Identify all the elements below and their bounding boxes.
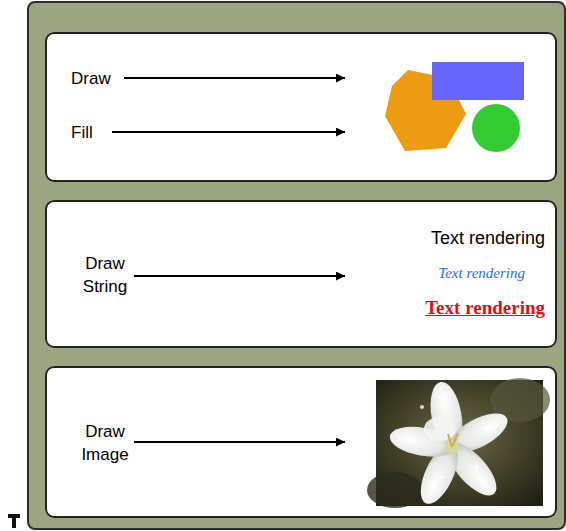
panel-ground [45, 366, 557, 518]
circle-shape [472, 104, 520, 152]
panel-box: Draw StringText renderingText renderingT… [45, 200, 557, 348]
method-label: Fill [71, 122, 93, 145]
panel-box: DrawFill [45, 32, 557, 182]
arrow [124, 77, 345, 79]
text-sample: Text rendering [425, 295, 545, 321]
panel-ground [45, 32, 557, 182]
panel-box: Draw Image [45, 366, 557, 518]
method-label: Draw String [83, 253, 127, 299]
arrow [112, 131, 345, 133]
corner-mark [12, 514, 16, 528]
method-label: Draw [71, 68, 111, 91]
outer-panel [28, 2, 565, 529]
arrow [134, 275, 345, 277]
text-sample: Text rendering [431, 226, 545, 250]
panel-ground [45, 200, 557, 348]
arrow [134, 441, 345, 443]
text-sample: Text rendering [438, 263, 525, 283]
method-label: Draw Image [81, 421, 128, 467]
rectangle-shape [432, 62, 524, 100]
flower-photo [367, 378, 550, 509]
